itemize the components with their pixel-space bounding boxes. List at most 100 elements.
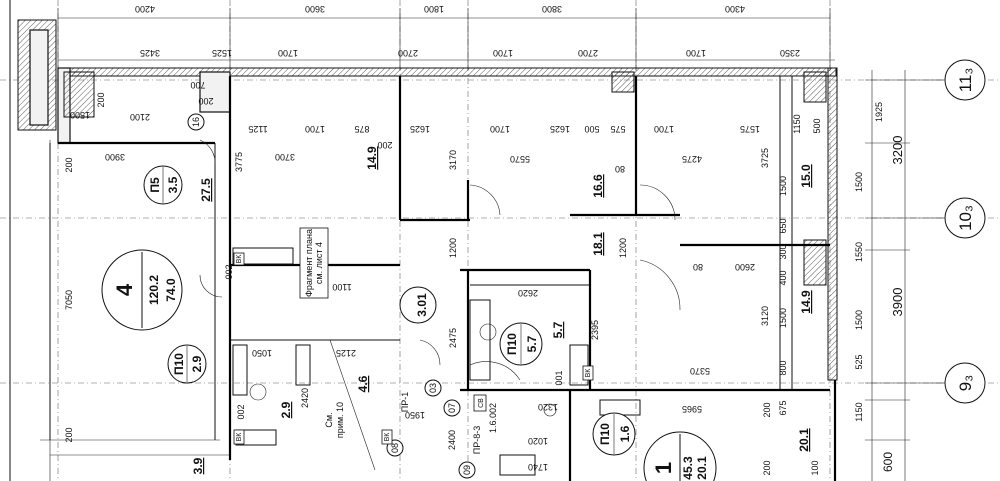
room-16-6: 16.6: [591, 174, 605, 198]
dim-1700a: 1700: [305, 124, 325, 134]
right-inner-300: 300: [778, 244, 788, 259]
right-dimension-chain: 1925 3200 1500 1550 3900 1500 525 1150 6…: [760, 70, 930, 481]
vk-label-4: ВК: [384, 432, 391, 442]
dim-1-6-002: 1.6.002: [488, 403, 498, 433]
room-5-7: 5.7: [551, 321, 565, 338]
dim-2620: 2620: [518, 288, 538, 298]
right-inner-675: 675: [778, 400, 788, 415]
dim-200e: 200: [762, 402, 772, 417]
top-dimension-chain: 4200 3600 1800 3800 4300 3425 1525 1700 …: [57, 4, 835, 70]
room-dimensions: 1500 2100 200 3900 200 7050 200 3775 370…: [64, 80, 820, 476]
marker-16: 16: [191, 117, 201, 127]
dim-200f: 200: [762, 460, 772, 475]
marker-09: 09: [462, 465, 472, 475]
marker-09-bubble: [458, 461, 476, 479]
right-inner-3725: 3725: [760, 148, 770, 168]
dim-002a: 002: [224, 264, 234, 279]
apartment-1-number: 1: [651, 462, 676, 474]
right-inner-400: 400: [778, 270, 788, 285]
marker-07-bubble: [443, 399, 461, 417]
dim-1950: 1950: [405, 410, 425, 420]
room-14-9: 14.9: [365, 146, 379, 170]
marker-08: 08: [390, 443, 400, 453]
sv-label: СВ: [478, 398, 485, 408]
upper-dim-1: 3425: [140, 48, 160, 58]
fragment-note-line1: Фрагмент плана: [304, 229, 314, 297]
vk-label-2: ВК: [585, 368, 592, 378]
dim-1200a: 1200: [448, 238, 458, 258]
room-3-01: 3.01: [415, 293, 429, 317]
p10a-area: 2.9: [190, 355, 204, 372]
room-18-1: 18.1: [591, 232, 605, 256]
right-dim-600: 600: [881, 452, 895, 472]
dim-700: 700: [190, 80, 205, 90]
p10c-area: 1.6: [618, 425, 632, 442]
dim-500: 500: [584, 124, 599, 134]
door-swings: [199, 139, 681, 381]
dim-1700c: 1700: [654, 124, 674, 134]
annotations: Фрагмент плана см. лист 4 См. прим. 10 1…: [187, 113, 594, 479]
right-inner-1500a: 1500: [778, 176, 788, 196]
marker-07: 07: [447, 403, 457, 413]
dim-1625a: 1625: [410, 124, 430, 134]
room-27-5: 27.5: [199, 178, 213, 202]
dim-1500: 1500: [70, 110, 90, 120]
note-line2: прим. 10: [335, 402, 345, 438]
right-inner-800: 800: [778, 360, 788, 375]
dim-1700b: 1700: [490, 124, 510, 134]
dim-3170: 3170: [448, 150, 458, 170]
dim-200b: 200: [64, 157, 74, 172]
right-inner-650: 650: [778, 218, 788, 233]
dim-100: 100: [810, 460, 820, 475]
upper-dim-3: 1700: [278, 48, 298, 58]
fixtures: [232, 247, 641, 476]
top-dim-3: 1800: [424, 4, 444, 14]
apartment-4-area-total: 120.2: [147, 275, 161, 305]
top-dim-4: 3800: [542, 4, 562, 14]
marker-16-bubble: [187, 113, 205, 131]
dim-1740: 1740: [528, 462, 548, 472]
right-inner-500: 500: [812, 118, 822, 133]
room-15-0: 15.0: [799, 164, 813, 188]
dim-200c: 200: [64, 427, 74, 442]
axis-label-9: 9₃: [956, 375, 975, 391]
top-dim-1: 4200: [135, 4, 155, 14]
dim-3900: 3900: [105, 152, 125, 162]
axis-label-10: 10₃: [956, 205, 975, 231]
vk-label-3: ВК: [236, 432, 243, 442]
dim-2420: 2420: [300, 388, 310, 408]
dim-80a: 80: [615, 164, 625, 174]
top-dim-2: 3600: [305, 4, 325, 14]
room-14-9b: 14.9: [799, 290, 813, 314]
dim-5570: 5570: [510, 154, 530, 164]
dim-2395: 2395: [590, 320, 600, 340]
pr-label: ПР-8-3: [472, 426, 482, 454]
upper-dim-4: 2700: [398, 48, 418, 58]
dim-200g: 200: [198, 96, 213, 106]
dim-875: 875: [354, 124, 369, 134]
dim-2100: 2100: [130, 112, 150, 122]
upper-dim-7: 1700: [686, 48, 706, 58]
room-20-1: 20.1: [797, 428, 811, 452]
apartment-4-number: 4: [112, 283, 137, 296]
note-line1: См.: [324, 412, 334, 427]
room-3-9: 3.9: [191, 457, 205, 474]
upper-dim-5: 1700: [493, 48, 513, 58]
dim-1625b: 1625: [550, 124, 570, 134]
apartment-1-area-a: 45.3: [681, 456, 695, 480]
dim-001: 001: [554, 370, 564, 385]
dim-80b: 80: [693, 262, 703, 272]
right-dim-1150: 1150: [854, 402, 864, 421]
room-labels: 4 120.2 74.0 П5 3.5 27.5 14.9 3.01 16.6 …: [101, 146, 813, 481]
dim-5370: 5370: [690, 366, 710, 376]
marker-03-bubble: [424, 379, 442, 397]
top-dim-5: 4300: [725, 4, 745, 14]
dim-200d: 200: [377, 140, 392, 150]
dim-200a: 200: [96, 92, 106, 107]
upper-dim-8: 2350: [780, 48, 800, 58]
dim-1200b: 1200: [618, 238, 628, 258]
p10b-code: П10: [505, 333, 519, 355]
upper-dim-6: 2700: [578, 48, 598, 58]
p5-code: П5: [148, 177, 162, 193]
